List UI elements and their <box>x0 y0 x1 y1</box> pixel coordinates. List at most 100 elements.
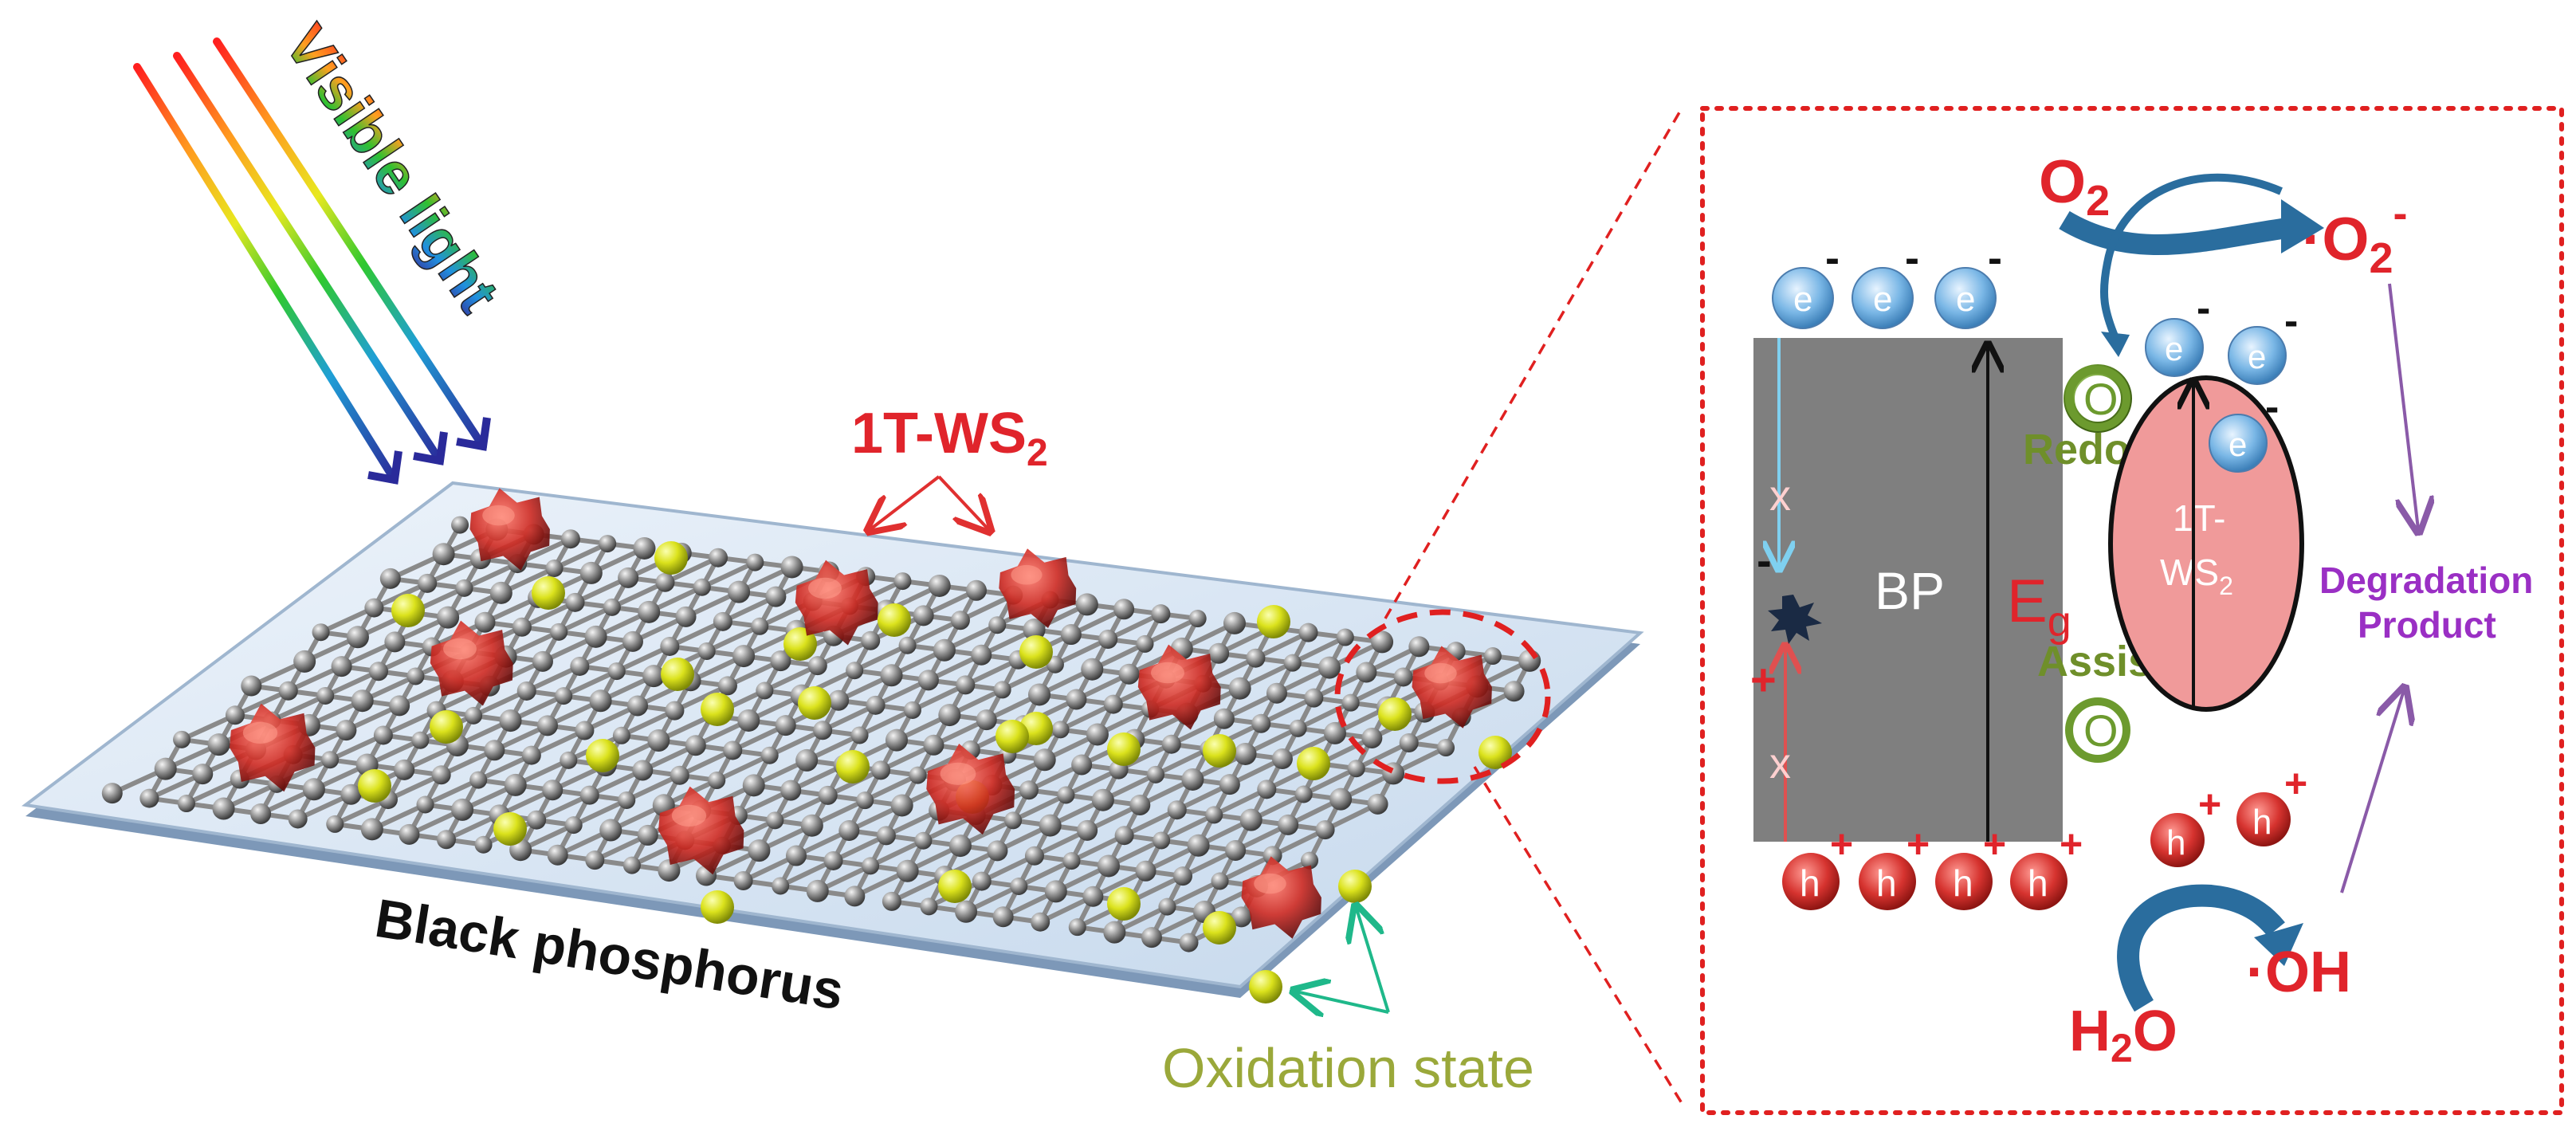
phosphorus-atom <box>1336 628 1354 646</box>
phosphorus-atom <box>1347 760 1365 778</box>
phosphorus-atom <box>1173 866 1193 886</box>
phosphorus-atom <box>532 650 553 672</box>
phosphorus-atom <box>1223 611 1246 634</box>
phosphorus-atom <box>622 630 643 652</box>
inset-frame <box>1700 106 2564 1115</box>
phosphorus-atom <box>732 645 756 668</box>
p-p-bond <box>906 618 962 648</box>
superoxide-to-product-arrow <box>2388 283 2418 529</box>
electron-minus: - <box>2197 285 2210 332</box>
phosphorus-atom <box>373 725 393 745</box>
phosphorus-atom <box>1231 906 1252 928</box>
phosphorus-atom <box>584 625 607 648</box>
phosphorus-atom <box>971 644 992 666</box>
oxygen-sphere <box>493 812 527 846</box>
p-p-bond <box>768 728 824 758</box>
phosphorus-atom <box>542 780 564 801</box>
phosphorus-atom <box>1278 814 1299 835</box>
ws2-cluster <box>1241 856 1321 939</box>
phosphorus-atom <box>923 734 944 756</box>
p-p-bond <box>328 732 385 762</box>
phosphorus-atom <box>709 548 728 568</box>
phosphorus-atom <box>579 561 603 584</box>
phosphorus-atom <box>1323 721 1346 744</box>
oxygen-sphere <box>391 594 425 627</box>
phosphorus-atom <box>411 731 430 749</box>
phosphorus-atom <box>173 730 191 748</box>
oxygen-sphere <box>1249 970 1282 1003</box>
phosphorus-atom <box>1024 846 1044 866</box>
ws2-cluster <box>1412 646 1492 729</box>
phosphorus-atom <box>1262 846 1282 866</box>
phosphorus-atom <box>139 788 159 808</box>
phosphorus-atom <box>1239 808 1262 831</box>
phosphorus-atom <box>589 689 612 713</box>
phosphorus-atom <box>599 819 622 842</box>
p-p-bond <box>562 669 618 698</box>
electron-minus: - <box>1905 234 1919 282</box>
phosphorus-atom <box>484 740 505 761</box>
phosphorus-atom <box>302 778 325 801</box>
oxygen-sphere <box>1107 732 1141 766</box>
p-p-bond <box>853 643 909 673</box>
phosphorus-atom <box>685 735 706 756</box>
phosphorus-atom <box>1158 897 1176 916</box>
phosphorus-atom <box>806 879 829 902</box>
phosphorus-atom <box>955 900 978 923</box>
phosphorus-atom <box>844 886 866 907</box>
phosphorus-atom <box>746 553 764 571</box>
phosphorus-atom <box>1251 713 1271 733</box>
p-p-bond <box>377 644 434 674</box>
phosphorus-atom <box>154 757 177 780</box>
hole-label: h <box>2028 862 2048 904</box>
phosphorus-atom <box>364 598 384 618</box>
p-p-bond <box>1291 634 1347 666</box>
recomb-plus: + <box>1750 654 1777 705</box>
oxygen-sphere <box>1478 736 1512 769</box>
phosphorus-atom <box>550 622 568 641</box>
ws2-cluster <box>658 786 744 875</box>
hole-label: h <box>2252 803 2272 842</box>
phosphorus-atom <box>431 765 451 785</box>
p-p-bond <box>764 663 819 693</box>
phosphorus-atom <box>838 820 860 842</box>
phosphorus-atom <box>928 574 951 597</box>
cross-mark-upper: x <box>1769 472 1791 520</box>
hole-icon <box>2010 853 2067 910</box>
p-p-bond <box>1166 878 1221 909</box>
ws2-ellipse-line2: WS2 <box>2160 552 2233 600</box>
phosphorus-atom <box>436 830 456 850</box>
p-p-bond <box>1059 701 1115 732</box>
phosphorus-atom <box>346 626 369 649</box>
hole-icon <box>1935 853 1993 910</box>
p-p-bond <box>1154 747 1210 777</box>
p-p-bond <box>1219 853 1274 884</box>
electron-label: e <box>2248 338 2266 375</box>
ws2-cluster <box>999 548 1077 628</box>
phosphorus-atom <box>807 656 827 676</box>
phosphorus-atom <box>1315 820 1335 840</box>
phosphorus-atom <box>914 831 933 850</box>
phosphorus-atom <box>416 795 434 814</box>
phosphorus-atom <box>1081 658 1104 681</box>
hole-plus: + <box>1983 822 2006 866</box>
cross-mark-lower: x <box>1769 740 1791 787</box>
phosphorus-atom <box>1097 854 1120 878</box>
oxygen-sphere <box>798 686 831 720</box>
oxygen-sphere <box>1203 911 1236 945</box>
p-p-bond <box>180 713 237 742</box>
p-p-bond <box>1054 637 1109 667</box>
p-p-bond <box>1297 700 1352 731</box>
phosphorus-atom <box>1208 642 1230 664</box>
phosphorus-atom <box>813 721 833 740</box>
phosphorus-atom <box>861 630 881 650</box>
p-p-bond <box>964 658 1019 688</box>
phosphorus-atom <box>1289 719 1307 737</box>
oxygen-sphere <box>701 693 734 726</box>
phosphorus-atom <box>618 567 639 588</box>
phosphorus-atom <box>1023 619 1046 642</box>
p-p-bond <box>1255 630 1310 661</box>
oxidation-state-group: Oxidation state <box>1162 909 1534 1099</box>
phosphorus-atom <box>775 715 796 736</box>
p-p-bond <box>1065 767 1120 798</box>
